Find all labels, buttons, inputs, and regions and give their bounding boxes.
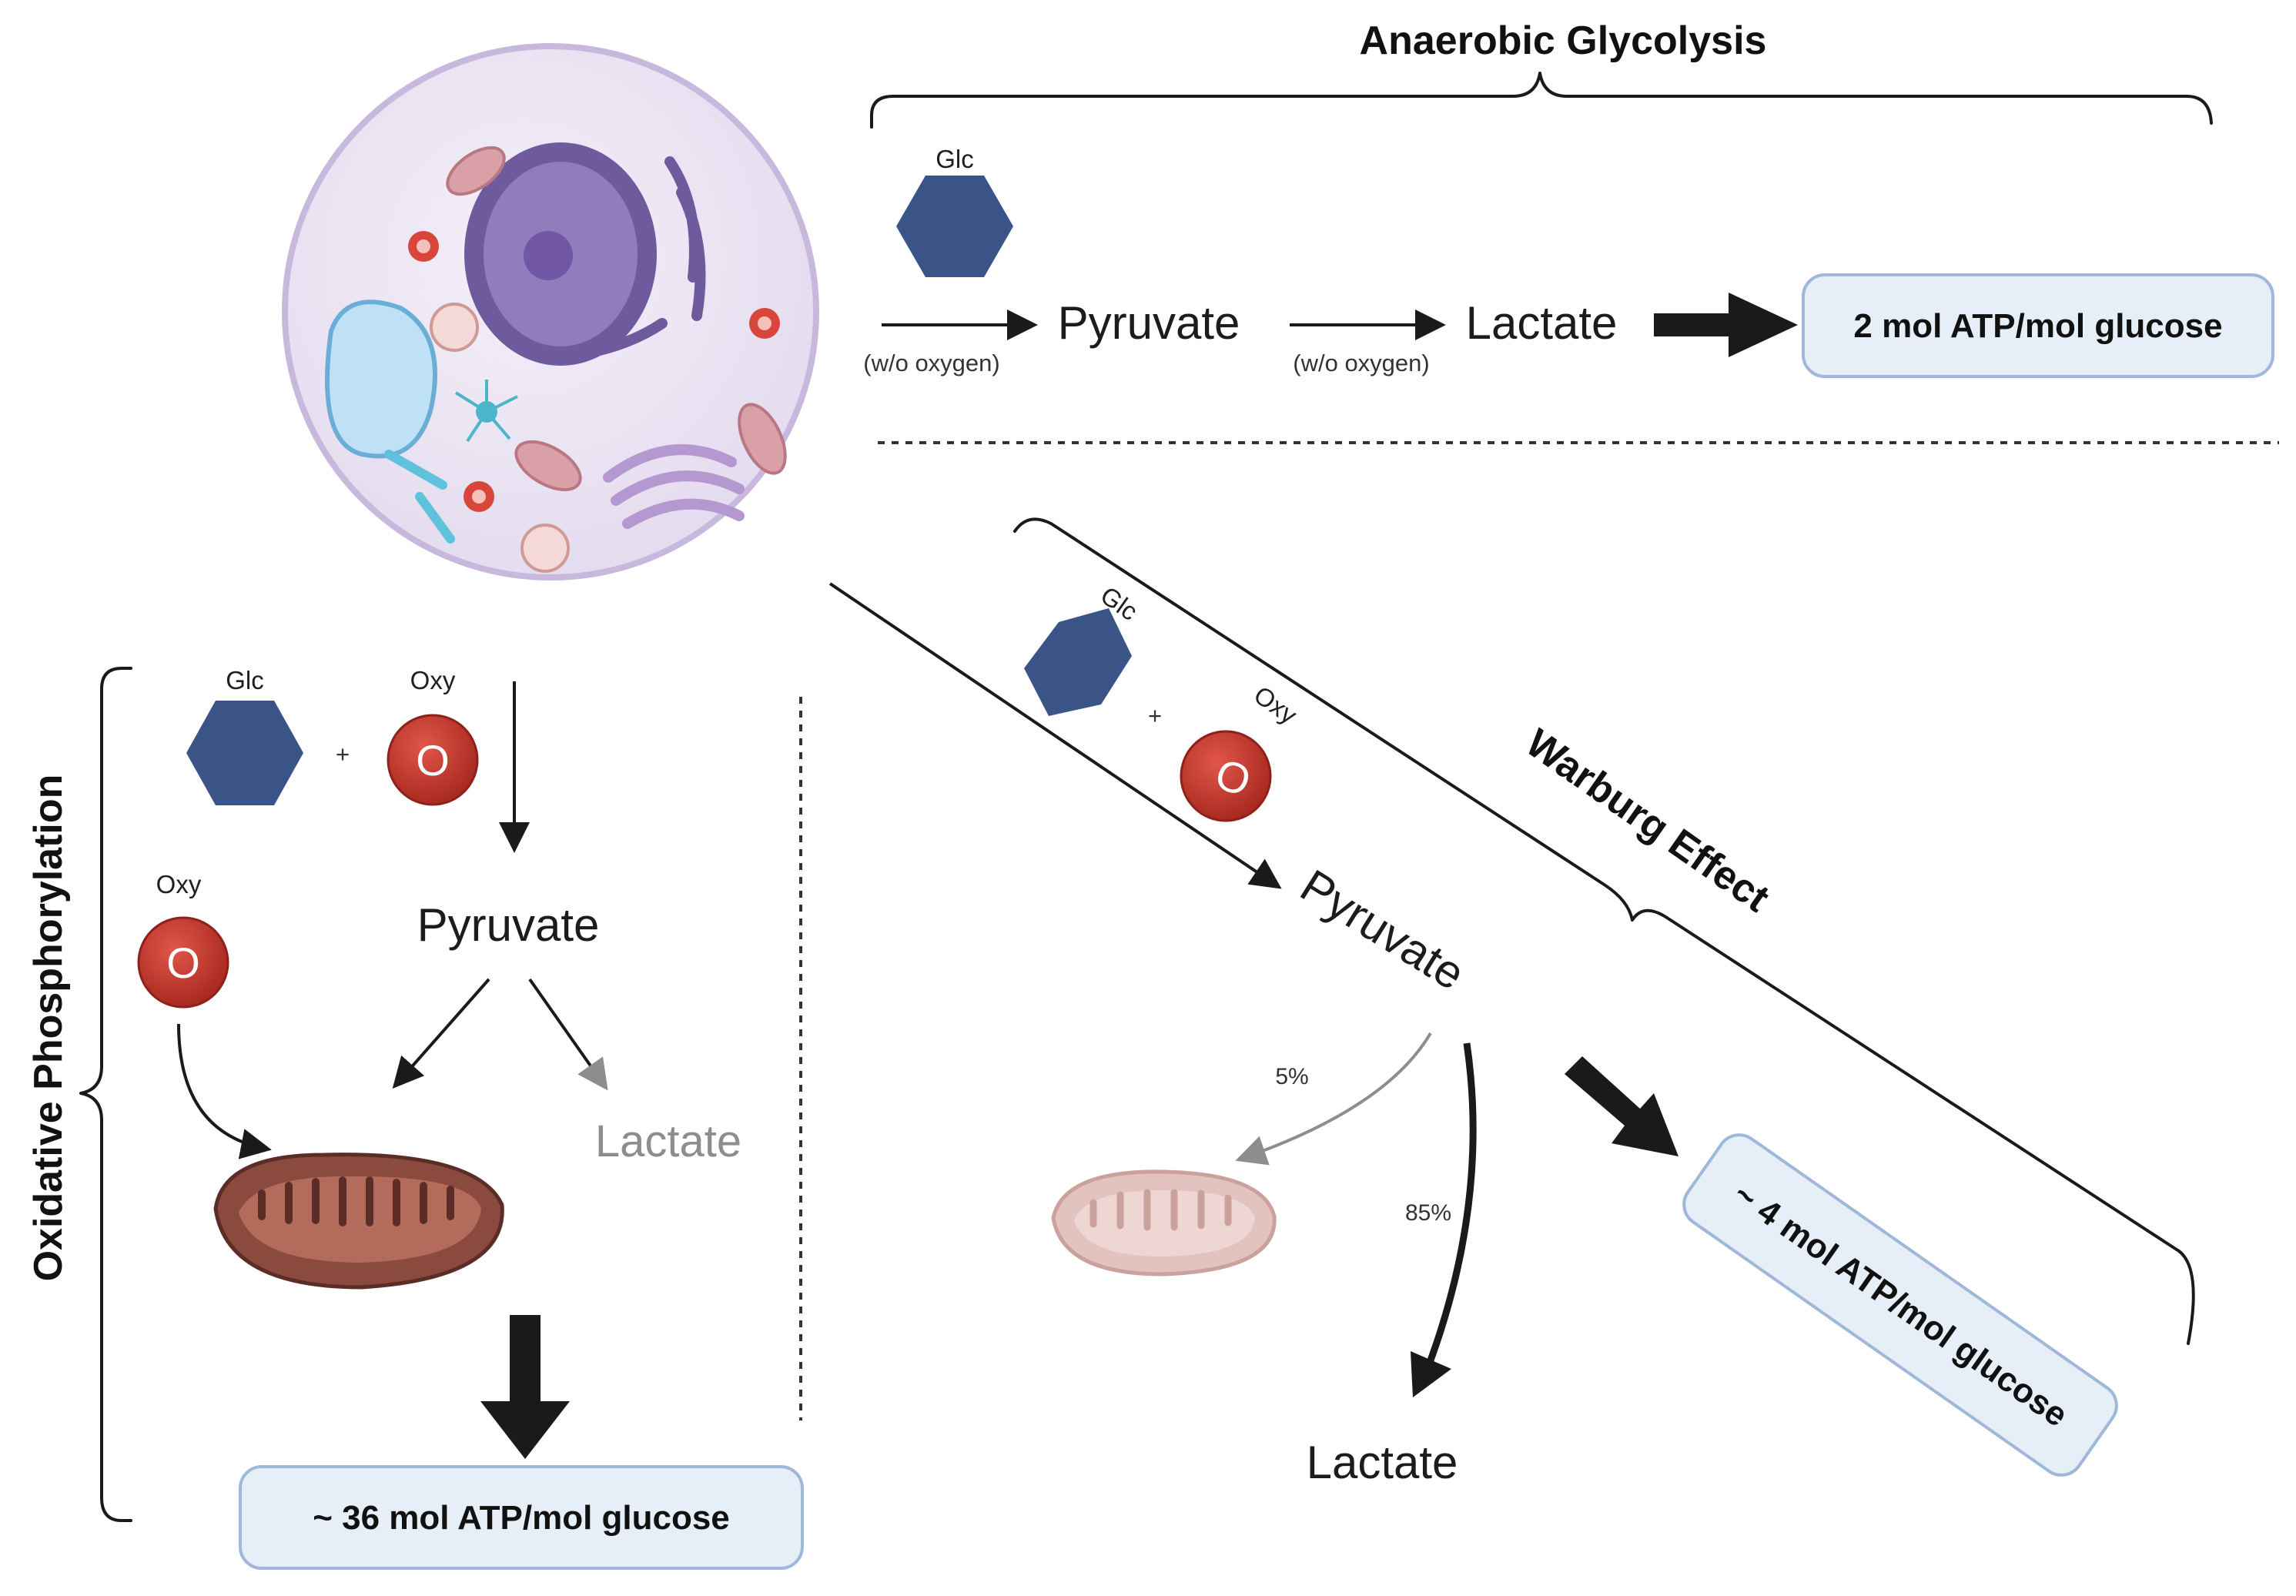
anaerobic-yield-box [1802, 273, 2274, 378]
anaerobic-glucose-icon [896, 176, 1013, 277]
anaerobic-glc-label: Glc [935, 145, 974, 173]
oxphos-pyruvate: Pyruvate [417, 899, 600, 951]
oxphos-oxygen-arrow [177, 1023, 272, 1159]
anaerobic-yield-arrow [1654, 293, 1798, 357]
cell-lysosome-icon [408, 231, 780, 512]
warburg-glucose-icon [1024, 608, 1132, 716]
anaerobic-lactate: Lactate [1466, 297, 1618, 349]
oxphos-oxy-label-1: Oxy [410, 666, 456, 694]
warburg-arrow-to-lactate-head [1411, 1351, 1451, 1397]
anaerobic-section: Anaerobic Glycolysis Glc (w/o oxygen) Py… [863, 18, 2274, 378]
svg-text:O: O [416, 736, 450, 785]
centrosome-icon [454, 380, 518, 443]
svg-text:O: O [166, 939, 200, 987]
oxphos-yield-box [239, 1465, 804, 1570]
vacuole-icon [325, 299, 437, 459]
oxphos-glucose-icon [186, 701, 303, 805]
cell-vesicle-icon [430, 303, 570, 573]
anaerobic-condition-1: (w/o oxygen) [863, 350, 999, 376]
anaerobic-brace [870, 72, 2213, 129]
warburg-lactate: Lactate [1307, 1437, 1458, 1488]
warburg-yield-group: ~ 4 mol ATP/mol glucose [1682, 1133, 2118, 1477]
oxphos-yield-text: ~ 36 mol ATP/mol glucose [313, 1499, 730, 1537]
oxphos-lactate: Lactate [595, 1116, 741, 1166]
cytoskeleton-icon [384, 450, 455, 544]
oxphos-oxygen-icon-1: O [387, 714, 479, 806]
cell-mitochondria-icon [446, 146, 787, 491]
oxphos-plus: + [336, 741, 350, 768]
warburg-pct-lactate: 85% [1405, 1200, 1451, 1226]
oxphos-section: Oxidative Phosphorylation Glc + Oxy O Ox… [26, 666, 804, 1570]
warburg-pyruvate: Pyruvate [1292, 859, 1474, 999]
warburg-brace [1013, 517, 2195, 1345]
oxphos-yield-arrow [480, 1315, 570, 1459]
anaerobic-condition-2: (w/o oxygen) [1293, 350, 1429, 376]
oxphos-arrow-to-lactate [528, 978, 608, 1091]
warburg-plus: + [1148, 702, 1162, 729]
warburg-yield-box [1682, 1133, 2118, 1477]
oxphos-oxygen-icon-2: O [137, 916, 229, 1009]
warburg-mitochondria-icon [1051, 1169, 1277, 1276]
anaerobic-pyruvate: Pyruvate [1058, 297, 1240, 349]
warburg-arrow-to-pyruvate [828, 582, 1282, 889]
warburg-yield-arrow [1565, 1056, 1678, 1156]
warburg-title: Warburg Effect [1518, 721, 1777, 921]
warburg-yield-text: ~ 4 mol ATP/mol glucose [1726, 1175, 2074, 1434]
anaerobic-title: Anaerobic Glycolysis [1360, 18, 1767, 63]
nucleus-icon [464, 142, 706, 366]
oxphos-oxy-label-2: Oxy [156, 870, 202, 898]
warburg-arrow-to-mito [1235, 1032, 1432, 1166]
warburg-section: Glc + Oxy O Warburg Effect Pyruvate 5% 8… [828, 517, 2195, 1488]
oxphos-mitochondria-icon [213, 1153, 504, 1290]
oxphos-glc-label: Glc [226, 666, 264, 694]
warburg-oxy-label: Oxy [1249, 681, 1303, 730]
warburg-pct-mito: 5% [1275, 1064, 1308, 1089]
anaerobic-yield-text: 2 mol ATP/mol glucose [1853, 307, 2222, 345]
oxphos-arrow-to-mito [392, 978, 490, 1089]
cell-illustration [282, 43, 819, 581]
oxphos-brace [79, 667, 132, 1522]
warburg-oxygen-icon: O [1180, 730, 1272, 822]
oxphos-title: Oxidative Phosphorylation [26, 775, 71, 1282]
golgi-icon [603, 444, 745, 529]
warburg-arrow-to-lactate [1424, 1042, 1477, 1368]
